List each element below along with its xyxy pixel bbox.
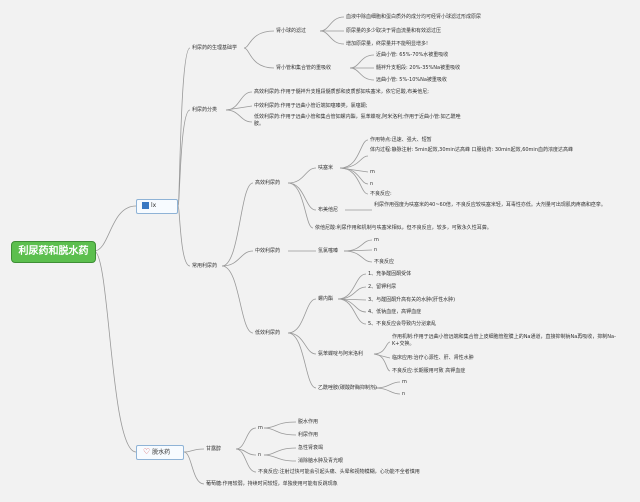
classify-item-3[interactable]: 低效利尿药:作用于远曲小管和集合管如螺内酯，氨苯蝶啶,阿米洛利;作用于近曲小管:…: [254, 114, 461, 127]
node-spiro[interactable]: 螺内酯: [318, 296, 334, 302]
triamterene-item-2[interactable]: 临床应用:治疗心源性、肝、肾性水肿: [392, 355, 474, 361]
node-glucose[interactable]: 葡萄糖:作用较弱，持续时间较短，单独使用可能有反跳现象: [206, 481, 338, 487]
node-reabsorb[interactable]: 肾小管和集合管的重吸收: [276, 65, 332, 71]
mannitol-n-item-1[interactable]: 急性肾衰竭: [298, 445, 324, 451]
hub-dehydrating[interactable]: ♡脱水药: [136, 445, 184, 460]
mannitol-m[interactable]: m: [258, 425, 263, 431]
node-common[interactable]: 常用利尿药: [192, 263, 218, 269]
classify-item-2[interactable]: 中效利尿药:作用于远曲小管近端如噻嗪类，氯噻酮;: [254, 103, 368, 109]
node-low[interactable]: 低效利尿药: [255, 330, 281, 336]
spiro-item-5[interactable]: 5、不良反应会导致内分泌紊乱: [368, 321, 437, 327]
spiro-item-1[interactable]: 1、竞争醛固酮受体: [368, 271, 412, 277]
furosemide-item-4[interactable]: n: [370, 181, 374, 187]
triamterene-item-3[interactable]: 不良反应:长期服用可致 高钾血症: [392, 368, 466, 374]
furosemide-item-1[interactable]: 作用特点:迅速、强大、短暂: [370, 137, 432, 143]
hub-dehydrating-label: 脱水药: [152, 449, 171, 456]
hub-diuretics-label: lx: [151, 202, 157, 209]
aceta-item-2[interactable]: n: [402, 391, 406, 397]
mannitol-n[interactable]: n: [258, 452, 262, 458]
node-aceta[interactable]: 乙酰唑胺(碳酸酐酶抑制剂): [318, 385, 377, 391]
node-basic[interactable]: 利尿药的生理基础学: [192, 45, 238, 51]
square-icon: [142, 202, 149, 209]
classify-item-1[interactable]: 高效利尿药:作用于髓袢升支粗段髓质部和皮质部如呋塞米，依它尼酸,布美他尼;: [254, 89, 429, 95]
bumetanide-text[interactable]: 利尿作用强度为呋塞米的40~60倍，不良反应较呋塞米轻，耳毒性亦低。大剂量可出现…: [374, 202, 606, 208]
filter-item-3[interactable]: 增加原尿量，终尿量并不能明显增多!: [346, 41, 429, 47]
root-node[interactable]: 利尿药和脱水药: [11, 241, 96, 263]
triamterene-item-1[interactable]: 作用机制:作用于远曲小管远端和集合管上皮细胞管腔膜上的Na通道，直接抑制钠Na再…: [392, 334, 616, 347]
spiro-item-4[interactable]: 4、低钠血症，高钾血症: [368, 309, 422, 315]
node-high[interactable]: 高效利尿药: [255, 180, 281, 186]
node-thiazide[interactable]: 氢氯噻嗪: [318, 248, 339, 254]
reabsorb-item-3[interactable]: 远曲小管: 5%-10%Na被重吸收: [376, 77, 447, 83]
hub-diuretics[interactable]: lx: [136, 199, 178, 214]
node-furosemide[interactable]: 呋塞米: [318, 165, 334, 171]
furosemide-item-3[interactable]: m: [370, 169, 375, 175]
node-mid[interactable]: 中效利尿药: [255, 248, 281, 254]
mannitol-m-item-1[interactable]: 脱水作用: [298, 419, 319, 425]
node-mannitol[interactable]: 甘露醇: [206, 446, 222, 452]
mannitol-m-item-2[interactable]: 利尿作用: [298, 432, 319, 438]
reabsorb-item-1[interactable]: 近曲小管: 65%-70%水被重吸收: [376, 52, 449, 58]
mannitol-n-item-2[interactable]: 消除脑水肿及青光眼: [298, 458, 344, 464]
thiazide-item-1[interactable]: m: [374, 237, 379, 243]
mannitol-adverse[interactable]: 不良反应:注射过快可能会引起头痛、头晕和视物模糊，心功能不全者慎用: [258, 469, 420, 475]
aceta-item-1[interactable]: m: [402, 379, 407, 385]
node-bumetanide[interactable]: 布美他尼: [318, 207, 339, 213]
spiro-item-3[interactable]: 3、与醛固酮升高有关的水肿(肝性水肿): [368, 297, 456, 303]
furosemide-item-5[interactable]: 不良反应:: [370, 191, 392, 197]
filter-item-2[interactable]: 原尿量的多少取决于肾血流量和有效滤过压: [346, 28, 442, 34]
filter-item-1[interactable]: 血液中除血细胞和蛋白质外的成分均可经肾小球滤过形成原尿: [346, 14, 482, 20]
spiro-item-2[interactable]: 2、留钾利尿: [368, 284, 397, 290]
node-classify[interactable]: 利尿药分类: [192, 107, 218, 113]
heart-icon: ♡: [143, 447, 151, 456]
node-filter[interactable]: 肾小球的滤过: [276, 28, 307, 34]
node-etacrynic[interactable]: 依他尼酸:利尿作用和机制与呋塞米相似，但不良反应，较多，可致永久性耳聋。: [315, 225, 492, 231]
thiazide-item-2[interactable]: n: [374, 247, 378, 253]
reabsorb-item-2[interactable]: 髓袢升支粗段: 20%-35%Na被重吸收: [376, 65, 461, 71]
furosemide-item-2[interactable]: 体内过程:静脉注射: 5min起效,30min达高峰 口服给药: 30min起效…: [370, 147, 573, 153]
node-triamterene[interactable]: 氨苯蝶啶与阿米洛利: [318, 351, 364, 357]
thiazide-item-3[interactable]: 不良反应: [374, 259, 395, 265]
